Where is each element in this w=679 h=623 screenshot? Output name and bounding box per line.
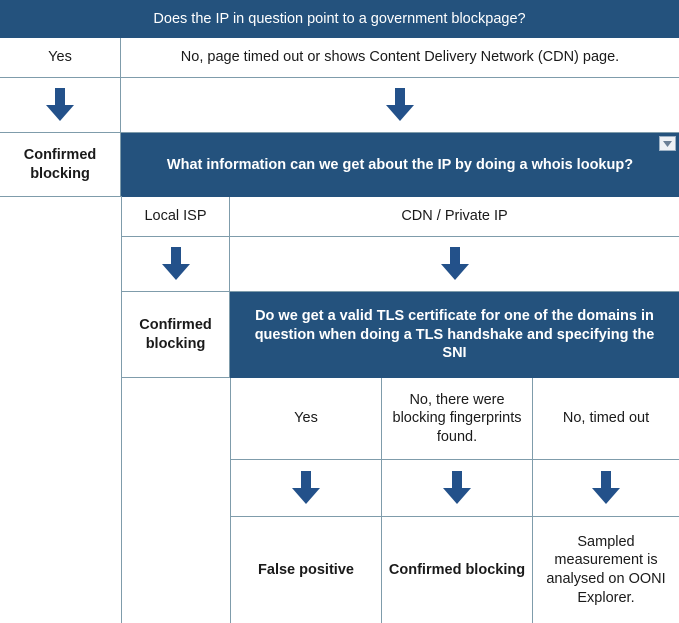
- question-2-arrow-cdn-cell: [230, 237, 679, 292]
- outcome-confirmed-blocking-1: Confirmed blocking: [0, 133, 121, 197]
- arrow-down-icon: [45, 88, 75, 122]
- arrow-down-icon: [591, 471, 621, 505]
- outcome-false-positive: False positive: [230, 517, 382, 623]
- question-3-arrow-2-cell: [533, 460, 679, 517]
- arrow-down-icon: [442, 471, 472, 505]
- question-3-arrow-0-cell: [230, 460, 382, 517]
- question-2-answer-local-isp: Local ISP: [121, 197, 230, 237]
- question-1-header: Does the IP in question point to a gover…: [0, 0, 679, 38]
- question-3-answer-2: No, timed out: [533, 378, 679, 460]
- question-3-answer-1: No, there were blocking fingerprints fou…: [382, 378, 533, 460]
- spacer-left-2: [121, 378, 230, 460]
- question-3-answer-0: Yes: [230, 378, 382, 460]
- arrow-down-icon: [291, 471, 321, 505]
- question-1-arrow-yes-cell: [0, 78, 121, 133]
- arrow-down-icon: [440, 247, 470, 281]
- outcome-confirmed-blocking-3: Confirmed blocking: [382, 517, 533, 623]
- question-2-arrow-local-isp-cell: [121, 237, 230, 292]
- grid-line-vertical: [230, 378, 231, 623]
- question-3-arrow-1-cell: [382, 460, 533, 517]
- question-3-header: Do we get a valid TLS certificate for on…: [230, 292, 679, 378]
- question-1-answer-no: No, page timed out or shows Content Deli…: [121, 38, 679, 78]
- question-2-header: What information can we get about the IP…: [121, 133, 679, 197]
- arrow-down-icon: [161, 247, 191, 281]
- arrow-down-icon: [385, 88, 415, 122]
- spacer-left-1: [0, 197, 121, 237]
- grid-line-vertical: [121, 197, 122, 623]
- question-1-arrow-no-cell: [121, 78, 679, 133]
- question-2-answer-cdn: CDN / Private IP: [230, 197, 679, 237]
- dropdown-arrow-icon[interactable]: [659, 136, 676, 151]
- outcome-sampled-measurement: Sampled measurement is analysed on OONI …: [533, 517, 679, 623]
- question-1-answer-yes: Yes: [0, 38, 121, 78]
- grid-line-horizontal: [0, 196, 122, 197]
- outcome-confirmed-blocking-2: Confirmed blocking: [121, 292, 230, 378]
